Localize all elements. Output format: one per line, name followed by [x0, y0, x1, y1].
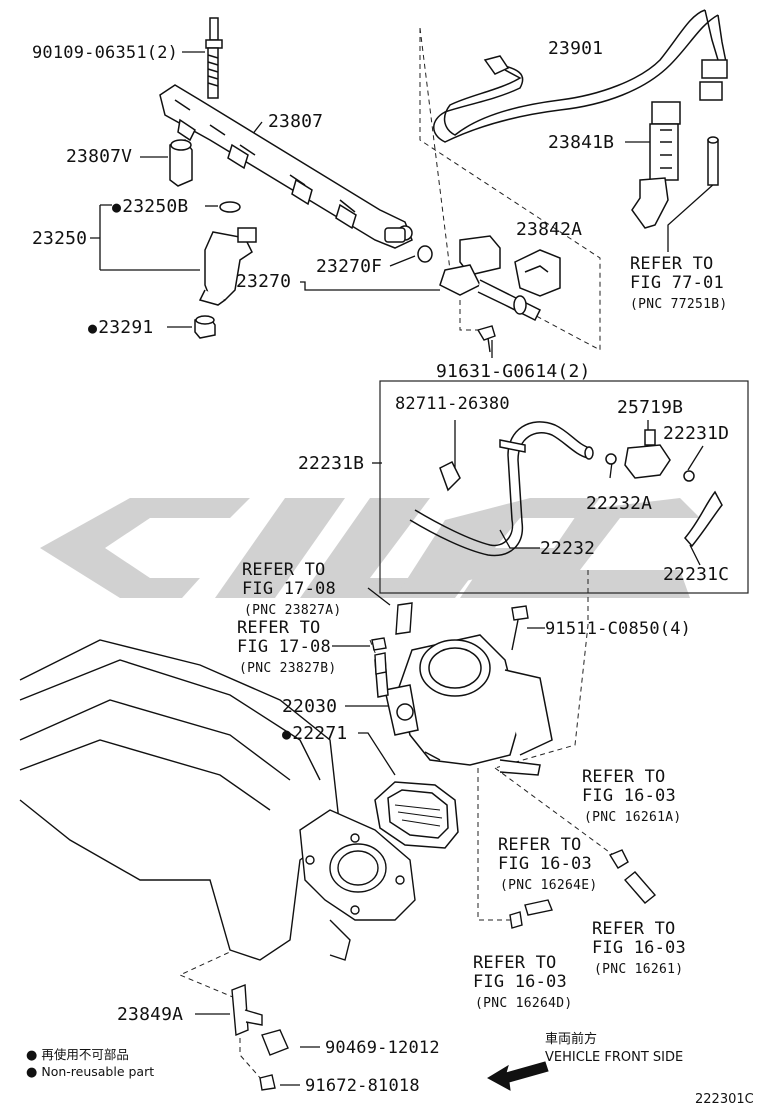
label-23849a: 23849A	[117, 1004, 184, 1025]
bolt-90109-drawing	[205, 17, 223, 99]
fuel-rail-drawing	[159, 84, 413, 249]
refer-7701-line1: REFER TO	[630, 254, 714, 274]
cover-drawing	[514, 249, 561, 297]
label-23842a: 23842A	[516, 219, 583, 240]
label-23291: 23291	[88, 318, 153, 338]
refer-1603-pnc: (PNC 16261)	[594, 962, 684, 977]
legend-en: ●Non-reusable part	[26, 1064, 154, 1080]
refer-1603e-line1: REFER TO	[498, 835, 582, 855]
spacer-drawing	[169, 139, 193, 187]
legend-bullet-icon: ●	[26, 1048, 38, 1063]
label-22231b: 22231B	[298, 453, 365, 474]
intake-manifold-drawing	[19, 639, 416, 961]
refer-1603a-line2: FIG 16-03	[582, 786, 676, 806]
legend-jp: ●再使用不可部品	[26, 1044, 129, 1063]
vsv-drawing	[605, 429, 695, 482]
refer-1603e-pnc: (PNC 16264E)	[500, 878, 598, 893]
bracket-drawing	[231, 984, 289, 1091]
legend-jp-text: 再使用不可部品	[41, 1047, 129, 1062]
refer-1603d-line1: REFER TO	[473, 953, 557, 973]
bolt-91631-drawing	[476, 325, 496, 353]
label-22271: 22271	[282, 724, 347, 744]
refer-parts-drawing	[371, 602, 657, 929]
refer-7701-line2: FIG 77-01	[630, 273, 724, 293]
refer-1603-line1: REFER TO	[592, 919, 676, 939]
label-90109: 90109-06351(2)	[32, 43, 179, 63]
insulator-drawing	[194, 315, 216, 339]
label-23250b: 23250B	[112, 197, 188, 217]
label-91511: 91511-C0850(4)	[545, 619, 692, 639]
refer-7701-pnc: (PNC 77251B)	[630, 297, 728, 312]
legend-bullet-icon: ●	[26, 1065, 38, 1080]
fuel-hose-drawing	[433, 9, 728, 143]
label-23270: 23270	[236, 271, 292, 292]
label-23807: 23807	[268, 111, 324, 132]
leader-lines	[90, 51, 716, 1086]
label-23270f: 23270F	[316, 256, 383, 277]
refer-1708a-pnc: (PNC 23827A)	[244, 603, 342, 618]
front-jp: 車両前方	[545, 1032, 598, 1047]
connector-drawing	[631, 101, 681, 229]
regulator-drawing	[439, 235, 542, 322]
front-arrow-icon	[486, 1061, 549, 1091]
refer-1603-line2: FIG 16-03	[592, 938, 686, 958]
label-23841b: 23841B	[548, 132, 615, 153]
label-23250: 23250	[32, 228, 88, 249]
refer-1603e-line2: FIG 16-03	[498, 854, 592, 874]
refer-1708b-pnc: (PNC 23827B)	[239, 661, 337, 676]
figure-code: 222301C	[695, 1092, 754, 1107]
label-22232a: 22232A	[586, 493, 653, 514]
hose-group-box	[379, 380, 749, 594]
refer-1708a-line2: FIG 17-08	[242, 579, 336, 599]
gasket-drawing	[374, 781, 459, 849]
label-91631: 91631-G0614(2)	[436, 361, 591, 382]
front-en: VEHICLE FRONT SIDE	[545, 1050, 684, 1065]
refer-1603d-line2: FIG 16-03	[473, 972, 567, 992]
label-22232: 22232	[540, 538, 596, 559]
refer-1603d-pnc: (PNC 16264D)	[475, 996, 573, 1011]
legend-en-text: Non-reusable part	[41, 1064, 155, 1079]
label-23901: 23901	[548, 38, 604, 59]
oring-23250b-drawing	[219, 201, 241, 213]
oring-23270f-drawing	[417, 245, 433, 263]
refer-1603a-line1: REFER TO	[582, 767, 666, 787]
refer-1708a-line1: REFER TO	[242, 560, 326, 580]
label-82711: 82711-26380	[395, 394, 510, 414]
throttle-body-drawing	[374, 634, 553, 776]
label-22030: 22030	[282, 696, 338, 717]
refer-1603a-pnc: (PNC 16261A)	[584, 810, 682, 825]
label-22231d: 22231D	[663, 423, 730, 444]
label-91672: 91672-81018	[305, 1076, 420, 1096]
label-90469: 90469-12012	[325, 1038, 440, 1058]
label-22231c: 22231C	[663, 564, 730, 585]
refer-1708b-line1: REFER TO	[237, 618, 321, 638]
label-25719b: 25719B	[617, 397, 684, 418]
bolt-91511-drawing	[511, 605, 529, 651]
refer-1708b-line2: FIG 17-08	[237, 637, 331, 657]
label-23807v: 23807V	[66, 146, 133, 167]
injector-drawing	[198, 227, 257, 306]
hose-77-drawing	[707, 136, 719, 186]
watermark-logo	[40, 498, 700, 598]
vacuum-hoses-drawing	[409, 421, 723, 557]
